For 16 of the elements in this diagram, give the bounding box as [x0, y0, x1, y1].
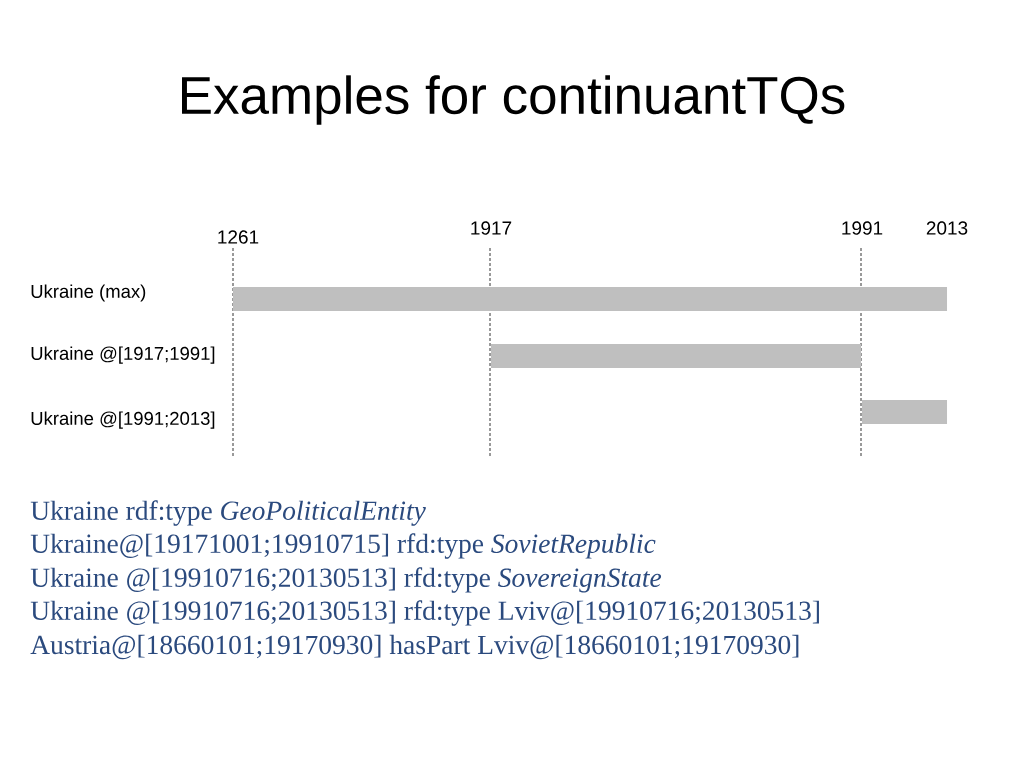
row-label: Ukraine @[1991;2013] [31, 411, 215, 429]
statement-text: Ukraine rdf:type GeoPoliticalEntity [30, 500, 426, 526]
row-label: Ukraine (max) [31, 284, 146, 302]
timeline-bar [233, 287, 947, 311]
statement-text: Ukraine@[19171001;19910715] rfd:type SovietRepublic [30, 533, 656, 559]
year-label: 1917 [471, 221, 512, 235]
statement-text: Ukraine @[19910716;20130513] rfd:type SovereignState [30, 567, 662, 593]
statement-text: Austria@[18660101;19170930] hasPart Lviv@[18660101;19170930] [30, 634, 799, 660]
timeline-bar [862, 400, 947, 424]
year-label: 2013 [926, 221, 968, 235]
statement-text: Ukraine @[19910716;20130513] rfd:type Lviv@[19910716;20130513] [30, 600, 819, 626]
title: Examples for continuantTQs [182, 75, 845, 125]
year-label: 1261 [218, 230, 259, 244]
year-label: 1991 [842, 221, 883, 235]
row-label: Ukraine @[1917;1991] [31, 346, 215, 364]
timeline-bar [491, 344, 861, 368]
